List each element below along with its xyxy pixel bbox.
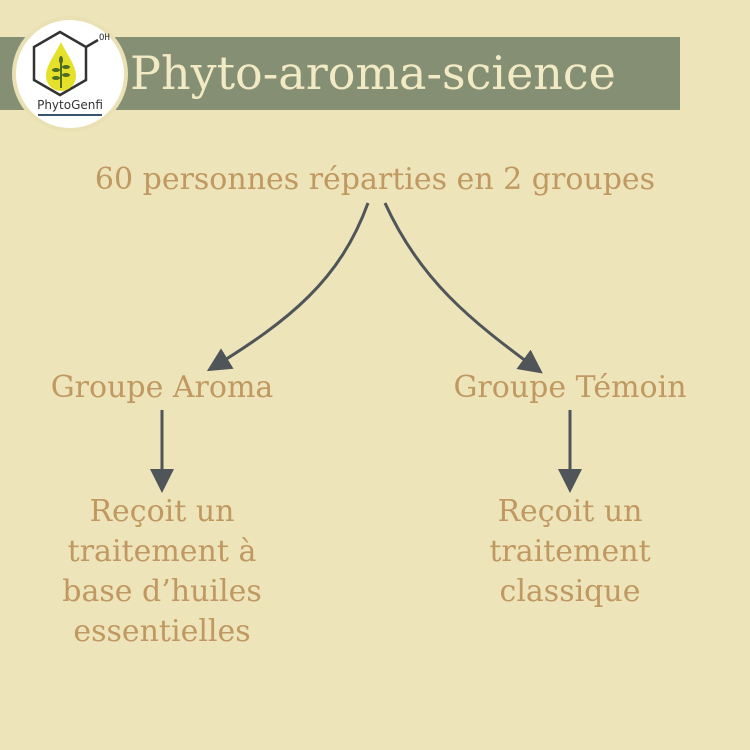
aroma-result: Reçoit un traitement à base d’huiles ess…	[12, 492, 312, 652]
temoin-result: Reçoit un traitement classique	[420, 492, 720, 612]
text-line: Reçoit un	[89, 494, 235, 529]
text-line: Reçoit un	[497, 494, 643, 529]
svg-text:PhytoGenfi: PhytoGenfi	[37, 98, 103, 112]
text-line: traitement à	[67, 534, 257, 569]
arrow-to-aroma	[206, 202, 370, 372]
logo-icon: OH PhytoGenfi	[32, 30, 110, 116]
group-temoin: Groupe Témoin	[453, 370, 687, 405]
root-node: 60 personnes réparties en 2 groupes	[94, 162, 656, 197]
text-line: traitement	[489, 534, 651, 569]
svg-text:OH: OH	[99, 33, 110, 43]
text-line: base d’huiles	[62, 574, 262, 609]
text-line: classique	[499, 574, 641, 609]
text-line: essentielles	[73, 614, 251, 649]
group-aroma: Groupe Aroma	[50, 370, 274, 405]
page-title: Phyto-aroma-science	[130, 46, 616, 100]
arrow-to-temoin	[383, 202, 543, 374]
phytogenfi-logo: OH PhytoGenfi	[12, 16, 128, 132]
